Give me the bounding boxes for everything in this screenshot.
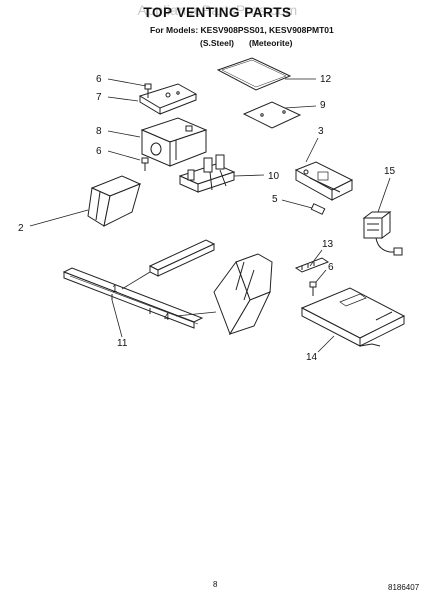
part-15-transformer (362, 211, 403, 256)
page-title: TOP VENTING PARTS (143, 5, 292, 20)
page-number: 8 (213, 580, 218, 589)
part-8-box (140, 117, 208, 167)
callout-4: 5 (272, 194, 278, 205)
part-4-fuse (310, 203, 326, 215)
document-number: 8186407 (388, 583, 420, 592)
part-13-rail (62, 267, 204, 329)
callout-5: 4 (164, 312, 170, 323)
callout-15: 15 (384, 166, 396, 177)
callout-1: 1 (112, 284, 118, 295)
callout-11: 13 (322, 239, 334, 250)
callout-12: 12 (320, 74, 332, 85)
watermark: AppliancePartsPros.com (137, 2, 298, 18)
part-7-bracket (138, 83, 198, 115)
part-1-channel (148, 239, 216, 277)
callout-6-upper: 6 (96, 74, 102, 85)
part-5-vent-bracket (213, 253, 273, 336)
callout-3: 3 (318, 126, 324, 137)
models-line: For Models: KESV908PSS01, KESV908PMT01 (150, 25, 334, 35)
callout-2: 2 (18, 223, 24, 234)
part-6-screw-lower (309, 281, 317, 296)
variant-meteorite: (Meteorite) (249, 38, 293, 48)
callout-14: 14 (306, 352, 318, 363)
part-14-base-plate (300, 287, 406, 347)
callout-9: 9 (320, 100, 326, 111)
part-11-strip (294, 257, 330, 273)
callout-10: 10 (268, 171, 280, 182)
callout-13: 11 (117, 338, 128, 349)
part-12-cover-plate (216, 57, 292, 91)
part-6-screw-middle (141, 157, 149, 171)
callout-7: 7 (96, 92, 102, 103)
leader-lines (29, 78, 391, 353)
variant-steel: (S.Steel) (200, 38, 235, 48)
callout-6-middle: 6 (96, 146, 102, 157)
part-3-blower-housing (294, 161, 354, 201)
part-10-terminal-block (178, 154, 236, 193)
part-2-duct (87, 175, 142, 227)
part-9-small-plate (242, 101, 302, 129)
callout-6-lower: 6 (328, 262, 334, 273)
callout-8: 8 (96, 126, 102, 137)
part-6-screw-upper (144, 83, 152, 98)
